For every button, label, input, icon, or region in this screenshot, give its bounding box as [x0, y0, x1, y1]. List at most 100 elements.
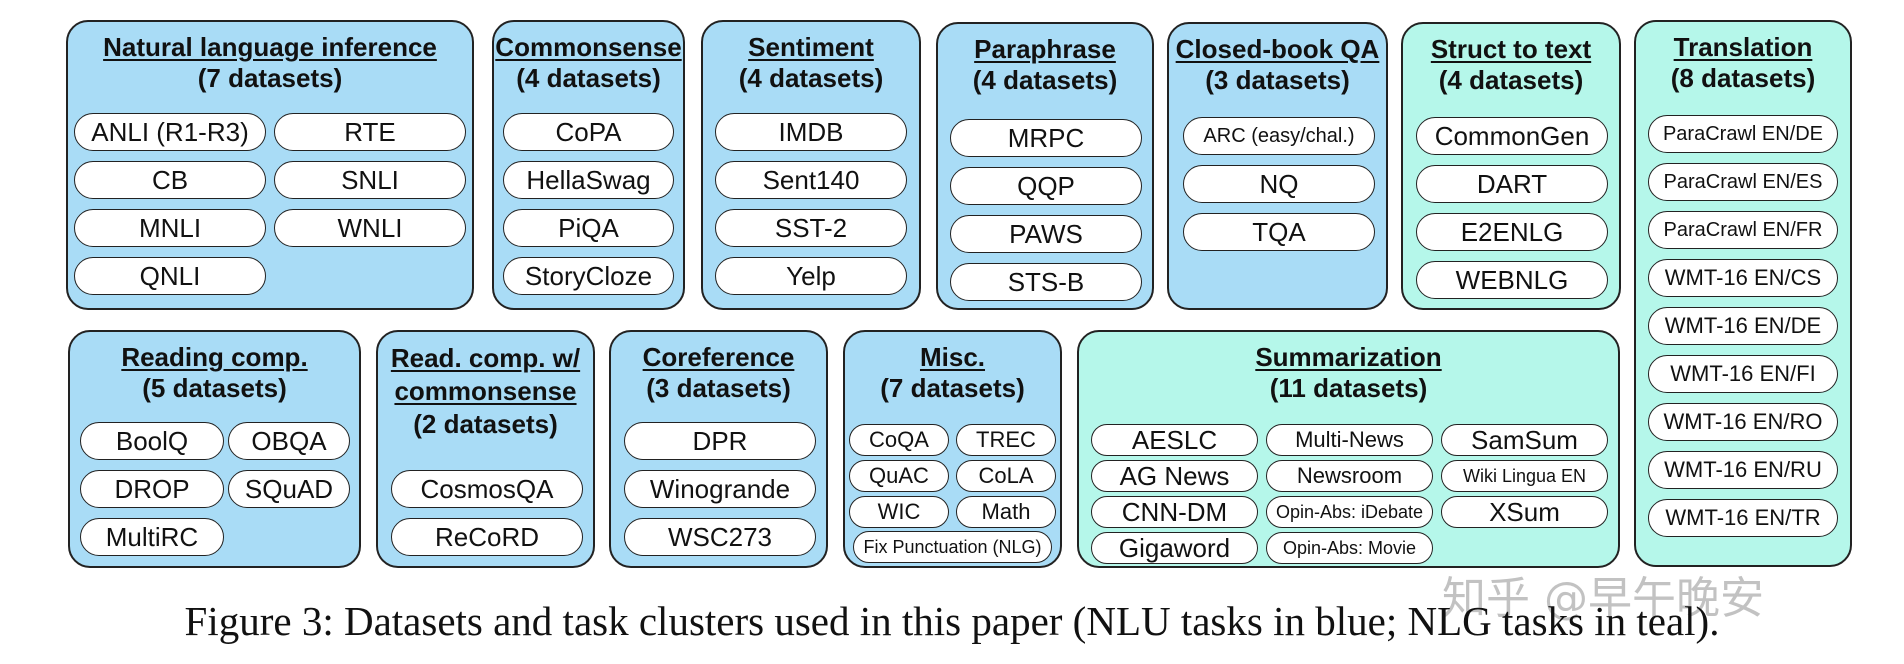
cluster-sentiment: Sentiment (4 datasets) IMDB Sent140 SST-… [701, 20, 921, 310]
dataset-pill: BoolQ [80, 422, 224, 460]
cluster-reading-comp: Reading comp. (5 datasets) BoolQ OBQA DR… [68, 330, 361, 568]
cluster-commonsense: Commonsense (4 datasets) CoPA HellaSwag … [492, 20, 685, 310]
figure-caption: Figure 3: Datasets and task clusters use… [184, 598, 1720, 644]
cluster-title: Read. comp. w/ commonsense (2 datasets) [378, 342, 593, 441]
dataset-pill: Yelp [715, 257, 907, 295]
dataset-pill: WMT-16 EN/CS [1648, 259, 1838, 297]
dataset-pill: XSum [1441, 496, 1608, 528]
dataset-pill: ParaCrawl EN/ES [1648, 163, 1838, 201]
cluster-count: (8 datasets) [1670, 63, 1816, 93]
cluster-name-line2: commonsense [394, 376, 577, 406]
dataset-pill: IMDB [715, 113, 907, 151]
dataset-pill: DROP [80, 470, 224, 508]
dataset-pill: NQ [1183, 165, 1375, 203]
cluster-title: Misc. (7 datasets) [845, 342, 1060, 404]
cluster-title: Commonsense (4 datasets) [494, 32, 683, 94]
dataset-pill: SamSum [1441, 424, 1608, 456]
dataset-pill: SQuAD [228, 470, 350, 508]
dataset-pill: HellaSwag [503, 161, 674, 199]
cluster-count: (5 datasets) [142, 373, 287, 403]
dataset-pill: SST-2 [715, 209, 907, 247]
dataset-pill: DPR [624, 422, 816, 460]
dataset-pill: ANLI (R1-R3) [74, 113, 266, 151]
dataset-pill: PiQA [503, 209, 674, 247]
dataset-pill: QuAC [849, 460, 949, 492]
cluster-name: Summarization [1255, 342, 1442, 372]
cluster-title: Natural language inference (7 datasets) [68, 32, 472, 94]
dataset-pill: CoPA [503, 113, 674, 151]
dataset-pill: Math [956, 496, 1056, 528]
cluster-misc: Misc. (7 datasets) CoQA TREC QuAC CoLA W… [843, 330, 1062, 568]
dataset-pill: ParaCrawl EN/DE [1648, 115, 1838, 153]
cluster-count: (4 datasets) [1438, 65, 1584, 95]
cluster-count: (11 datasets) [1269, 373, 1428, 403]
cluster-title: Paraphrase (4 datasets) [938, 34, 1152, 96]
dataset-pill: TREC [956, 424, 1056, 456]
cluster-title: Translation (8 datasets) [1636, 32, 1850, 94]
dataset-pill: MNLI [74, 209, 266, 247]
cluster-read-comp-commonsense: Read. comp. w/ commonsense (2 datasets) … [376, 330, 595, 568]
cluster-name: Struct to text [1430, 34, 1592, 64]
dataset-pill: STS-B [950, 263, 1142, 301]
dataset-pill: WSC273 [624, 518, 816, 556]
cluster-count: (3 datasets) [646, 373, 791, 403]
dataset-pill: CosmosQA [391, 470, 583, 508]
dataset-pill: TQA [1183, 213, 1375, 251]
cluster-count: (4 datasets) [738, 63, 884, 93]
dataset-pill: MultiRC [80, 518, 224, 556]
dataset-pill: Newsroom [1266, 460, 1433, 492]
cluster-coreference: Coreference (3 datasets) DPR Winogrande … [609, 330, 828, 568]
dataset-pill: WEBNLG [1416, 261, 1608, 299]
cluster-natural-language-inference: Natural language inference (7 datasets) … [66, 20, 474, 310]
dataset-pill: DART [1416, 165, 1608, 203]
dataset-pill: QQP [950, 167, 1142, 205]
dataset-pill: WNLI [274, 209, 466, 247]
cluster-summarization: Summarization (11 datasets) AESLC Multi-… [1077, 330, 1620, 568]
dataset-pill: Fix Punctuation (NLG) [853, 531, 1052, 563]
dataset-pill: Winogrande [624, 470, 816, 508]
cluster-paraphrase: Paraphrase (4 datasets) MRPC QQP PAWS ST… [936, 22, 1154, 310]
dataset-pill: PAWS [950, 215, 1142, 253]
cluster-name: Misc. [919, 342, 986, 372]
dataset-pill: StoryCloze [503, 257, 674, 295]
dataset-pill: ParaCrawl EN/FR [1648, 211, 1838, 249]
dataset-pill: CommonGen [1416, 117, 1608, 155]
dataset-pill: Opin-Abs: Movie [1266, 532, 1433, 564]
dataset-pill: WMT-16 EN/DE [1648, 307, 1838, 345]
cluster-closed-book-qa: Closed-book QA (3 datasets) ARC (easy/ch… [1167, 22, 1388, 310]
dataset-pill: E2ENLG [1416, 213, 1608, 251]
dataset-pill: ARC (easy/chal.) [1183, 117, 1375, 155]
dataset-pill: ReCoRD [391, 518, 583, 556]
cluster-name: Natural language inference [103, 32, 437, 62]
dataset-pill: MRPC [950, 119, 1142, 157]
cluster-title: Struct to text (4 datasets) [1403, 34, 1619, 96]
cluster-name-line1: Read. comp. w/ [390, 343, 581, 373]
dataset-pill: RTE [274, 113, 466, 151]
dataset-pill: WMT-16 EN/FI [1648, 355, 1838, 393]
dataset-pill: WIC [849, 496, 949, 528]
cluster-name: Translation [1673, 32, 1813, 62]
watermark: 知乎 @早午晚安 [1442, 573, 1764, 624]
cluster-title: Coreference (3 datasets) [611, 342, 826, 404]
cluster-title: Closed-book QA (3 datasets) [1169, 34, 1386, 96]
cluster-translation: Translation (8 datasets) ParaCrawl EN/DE… [1634, 20, 1852, 567]
dataset-pill: Multi-News [1266, 424, 1433, 456]
cluster-count: (7 datasets) [880, 373, 1025, 403]
cluster-name: Sentiment [748, 32, 874, 62]
cluster-title: Sentiment (4 datasets) [703, 32, 919, 94]
cluster-title: Summarization (11 datasets) [1079, 342, 1618, 404]
cluster-count: (4 datasets) [516, 63, 661, 93]
cluster-title: Reading comp. (5 datasets) [70, 342, 359, 404]
dataset-pill: Wiki Lingua EN [1441, 460, 1608, 492]
dataset-pill: Sent140 [715, 161, 907, 199]
cluster-count: (3 datasets) [1205, 65, 1350, 95]
dataset-pill: CNN-DM [1091, 496, 1258, 528]
cluster-count: (4 datasets) [972, 65, 1118, 95]
cluster-name: Paraphrase [974, 34, 1116, 64]
dataset-pill: CoQA [849, 424, 949, 456]
dataset-pill: AG News [1091, 460, 1258, 492]
cluster-count: (7 datasets) [197, 63, 343, 93]
cluster-count: (2 datasets) [413, 409, 558, 439]
cluster-name: Reading comp. [121, 342, 308, 372]
dataset-pill: SNLI [274, 161, 466, 199]
